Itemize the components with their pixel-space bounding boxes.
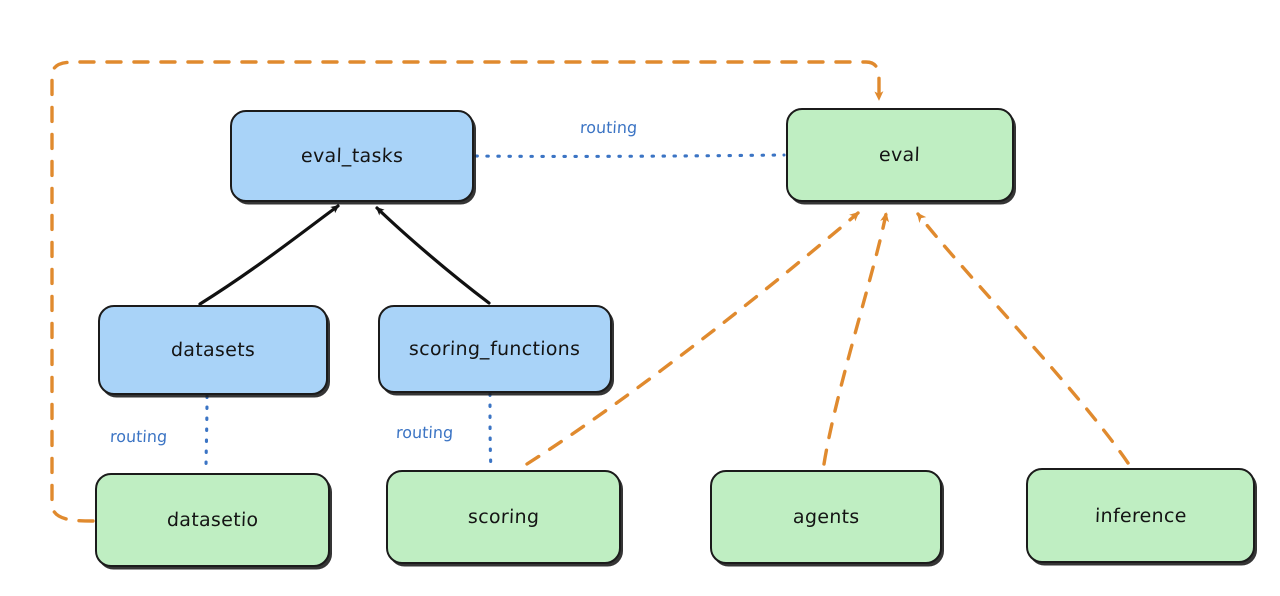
node-datasets[interactable]: datasets [98, 305, 328, 395]
edge-label-routing-eval-tasks: routing [579, 118, 638, 137]
edge-scoring_functions-scoring [488, 392, 493, 471]
edge-datasets-datasetio [204, 394, 209, 473]
edge-inference-eval [916, 212, 1130, 465]
node-scoring[interactable]: scoring [386, 470, 621, 564]
node-label: datasetio [166, 509, 259, 531]
node-agents[interactable]: agents [710, 470, 942, 564]
node-label: eval [879, 144, 921, 166]
node-inference[interactable]: inference [1026, 468, 1255, 563]
node-label: agents [792, 506, 860, 528]
edge-datasets-eval_tasks [198, 204, 340, 306]
edge-label-routing-datasets: routing [109, 427, 168, 446]
node-label: inference [1094, 504, 1187, 527]
node-eval-tasks[interactable]: eval_tasks [230, 110, 474, 202]
node-label: scoring_functions [408, 338, 582, 360]
node-datasetio[interactable]: datasetio [95, 473, 330, 567]
edge-agents-eval [822, 212, 890, 466]
node-scoring-functions[interactable]: scoring_functions [378, 305, 612, 393]
edge-scoring-eval [525, 211, 860, 466]
edge-scoring_functions-eval_tasks [375, 206, 491, 305]
node-eval[interactable]: eval [786, 108, 1014, 202]
edge-eval_tasks-eval [474, 153, 786, 158]
node-label: scoring [467, 506, 540, 528]
node-label: datasets [170, 339, 256, 361]
edge-datasetio-eval [50, 60, 884, 523]
edge-label-routing-scoring-functions: routing [395, 423, 454, 442]
node-label: eval_tasks [300, 145, 404, 167]
